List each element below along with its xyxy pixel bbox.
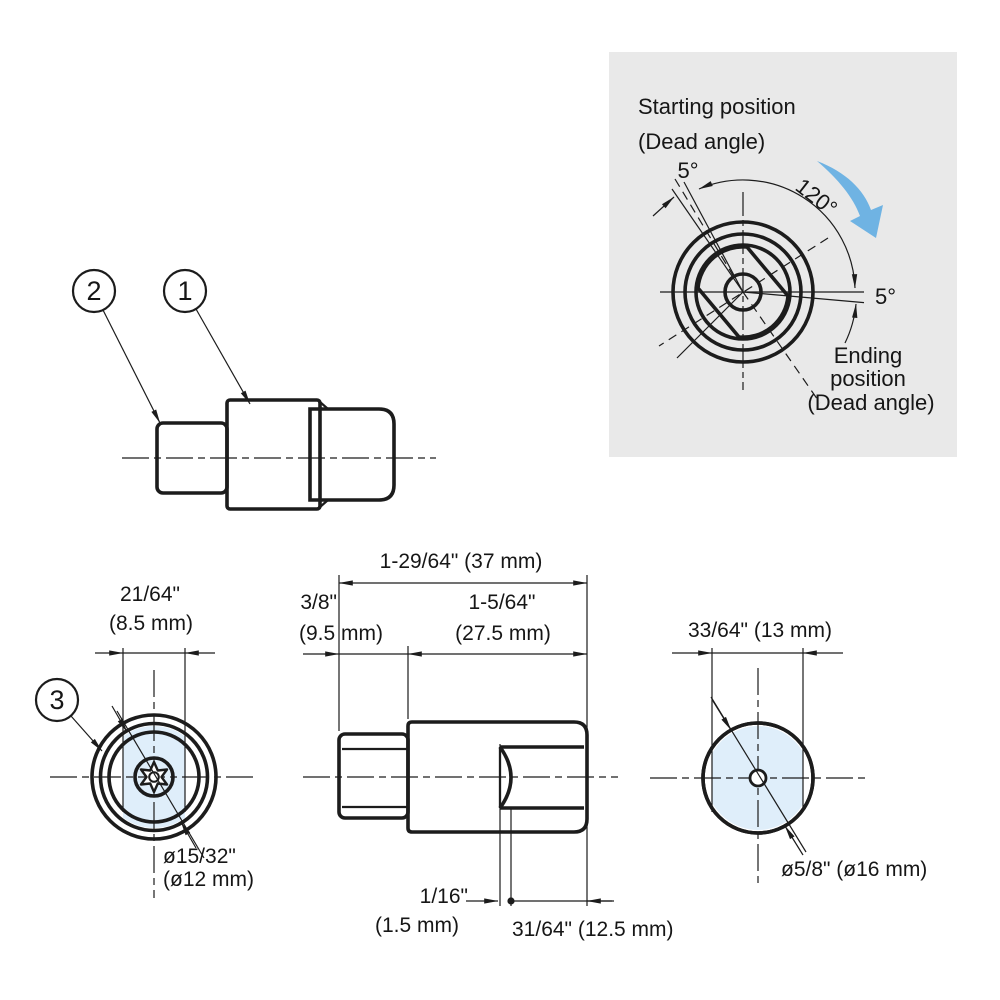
body-length-dim-in: 1-5/64" xyxy=(469,591,536,614)
starting-position-label-line1: Starting position xyxy=(638,94,796,119)
shaft-dia-dim-in: ø15/32" xyxy=(163,845,236,868)
overall-length-dim-text: 1-29/64" (37 mm) xyxy=(380,550,543,573)
shaft-dia-arrow-upper xyxy=(111,705,128,733)
part-rear-section xyxy=(308,407,396,502)
rear-center-hole xyxy=(748,768,768,788)
starting-position-label-line2: (Dead angle) xyxy=(638,129,765,154)
shaft-chamfer-lines xyxy=(342,747,408,809)
part-body xyxy=(225,398,322,511)
slot-edges xyxy=(500,745,584,810)
start-dead-angle-value: 5° xyxy=(677,158,698,183)
start-axis-dashed-se xyxy=(742,291,821,404)
rear-view: 33/64" (13 mm) ø5/8" (ø16 mm) xyxy=(650,619,927,886)
front-flats-dim-in: 21/64" xyxy=(120,583,180,606)
body-step-bevels xyxy=(319,401,329,508)
dimensioned-side-view: 1-29/64" (37 mm) 3/8" (9.5 mm) 1-5/64" (… xyxy=(299,550,674,941)
callout-1-number: 1 xyxy=(177,276,192,306)
shaft-length-dim-in: 3/8" xyxy=(300,591,337,614)
callout-balloon-2 xyxy=(71,268,117,314)
start-dead-angle-arrow xyxy=(652,196,675,217)
rotation-panel: Starting position (Dead angle) 5° 120° 5… xyxy=(609,52,957,457)
callout-3-leader xyxy=(70,715,103,752)
rotation-arc xyxy=(698,179,858,289)
ending-position-line xyxy=(742,291,865,304)
shaft-dia-arrow-lower xyxy=(180,821,197,849)
front-flats-dim-mm: (8.5 mm) xyxy=(109,612,193,635)
torx-center-dot xyxy=(148,771,160,783)
end-dead-angle-arrow xyxy=(844,303,858,344)
slot-length-dim-text: 31/64" (12.5 mm) xyxy=(512,918,674,941)
callout-balloon-3 xyxy=(34,677,80,723)
shaft-length-dim-mm: (9.5 mm) xyxy=(299,622,383,645)
body-length-dim-mm: (27.5 mm) xyxy=(455,622,551,645)
callout-2-leader xyxy=(102,309,161,424)
body-dia-dim-text: ø5/8" (ø16 mm) xyxy=(781,858,927,881)
slot-offset-dim-mm: (1.5 mm) xyxy=(375,914,459,937)
ending-position-label-line3: (Dead angle) xyxy=(807,390,934,415)
slot-offset-dim-in: 1/16" xyxy=(420,885,468,908)
callout-2-number: 2 xyxy=(86,276,101,306)
callout-1-leader xyxy=(195,308,251,405)
rotation-dial-diagram xyxy=(652,161,883,404)
body-dia-arrow-upper xyxy=(712,700,732,731)
body-dia-arrow-lower xyxy=(784,825,804,856)
end-dead-angle-value: 5° xyxy=(875,284,896,309)
ending-position-label-line2: position xyxy=(830,366,906,391)
callout-3-number: 3 xyxy=(49,685,64,715)
ending-position-label-line1: Ending xyxy=(834,343,903,368)
part-body-2 xyxy=(406,720,589,834)
shaft-dia-dim-mm: (ø12 mm) xyxy=(163,868,254,891)
front-view: 21/64" (8.5 mm) ø15/32" (ø12 mm) 3 xyxy=(34,583,258,898)
rear-flats-dim-text: 33/64" (13 mm) xyxy=(688,619,832,642)
callout-balloon-1 xyxy=(162,268,208,314)
callout-side-view: 2 1 xyxy=(71,268,436,511)
slot-arc xyxy=(498,745,513,810)
torx-ring xyxy=(133,756,175,798)
rotation-direction-arrow-icon xyxy=(817,161,883,238)
